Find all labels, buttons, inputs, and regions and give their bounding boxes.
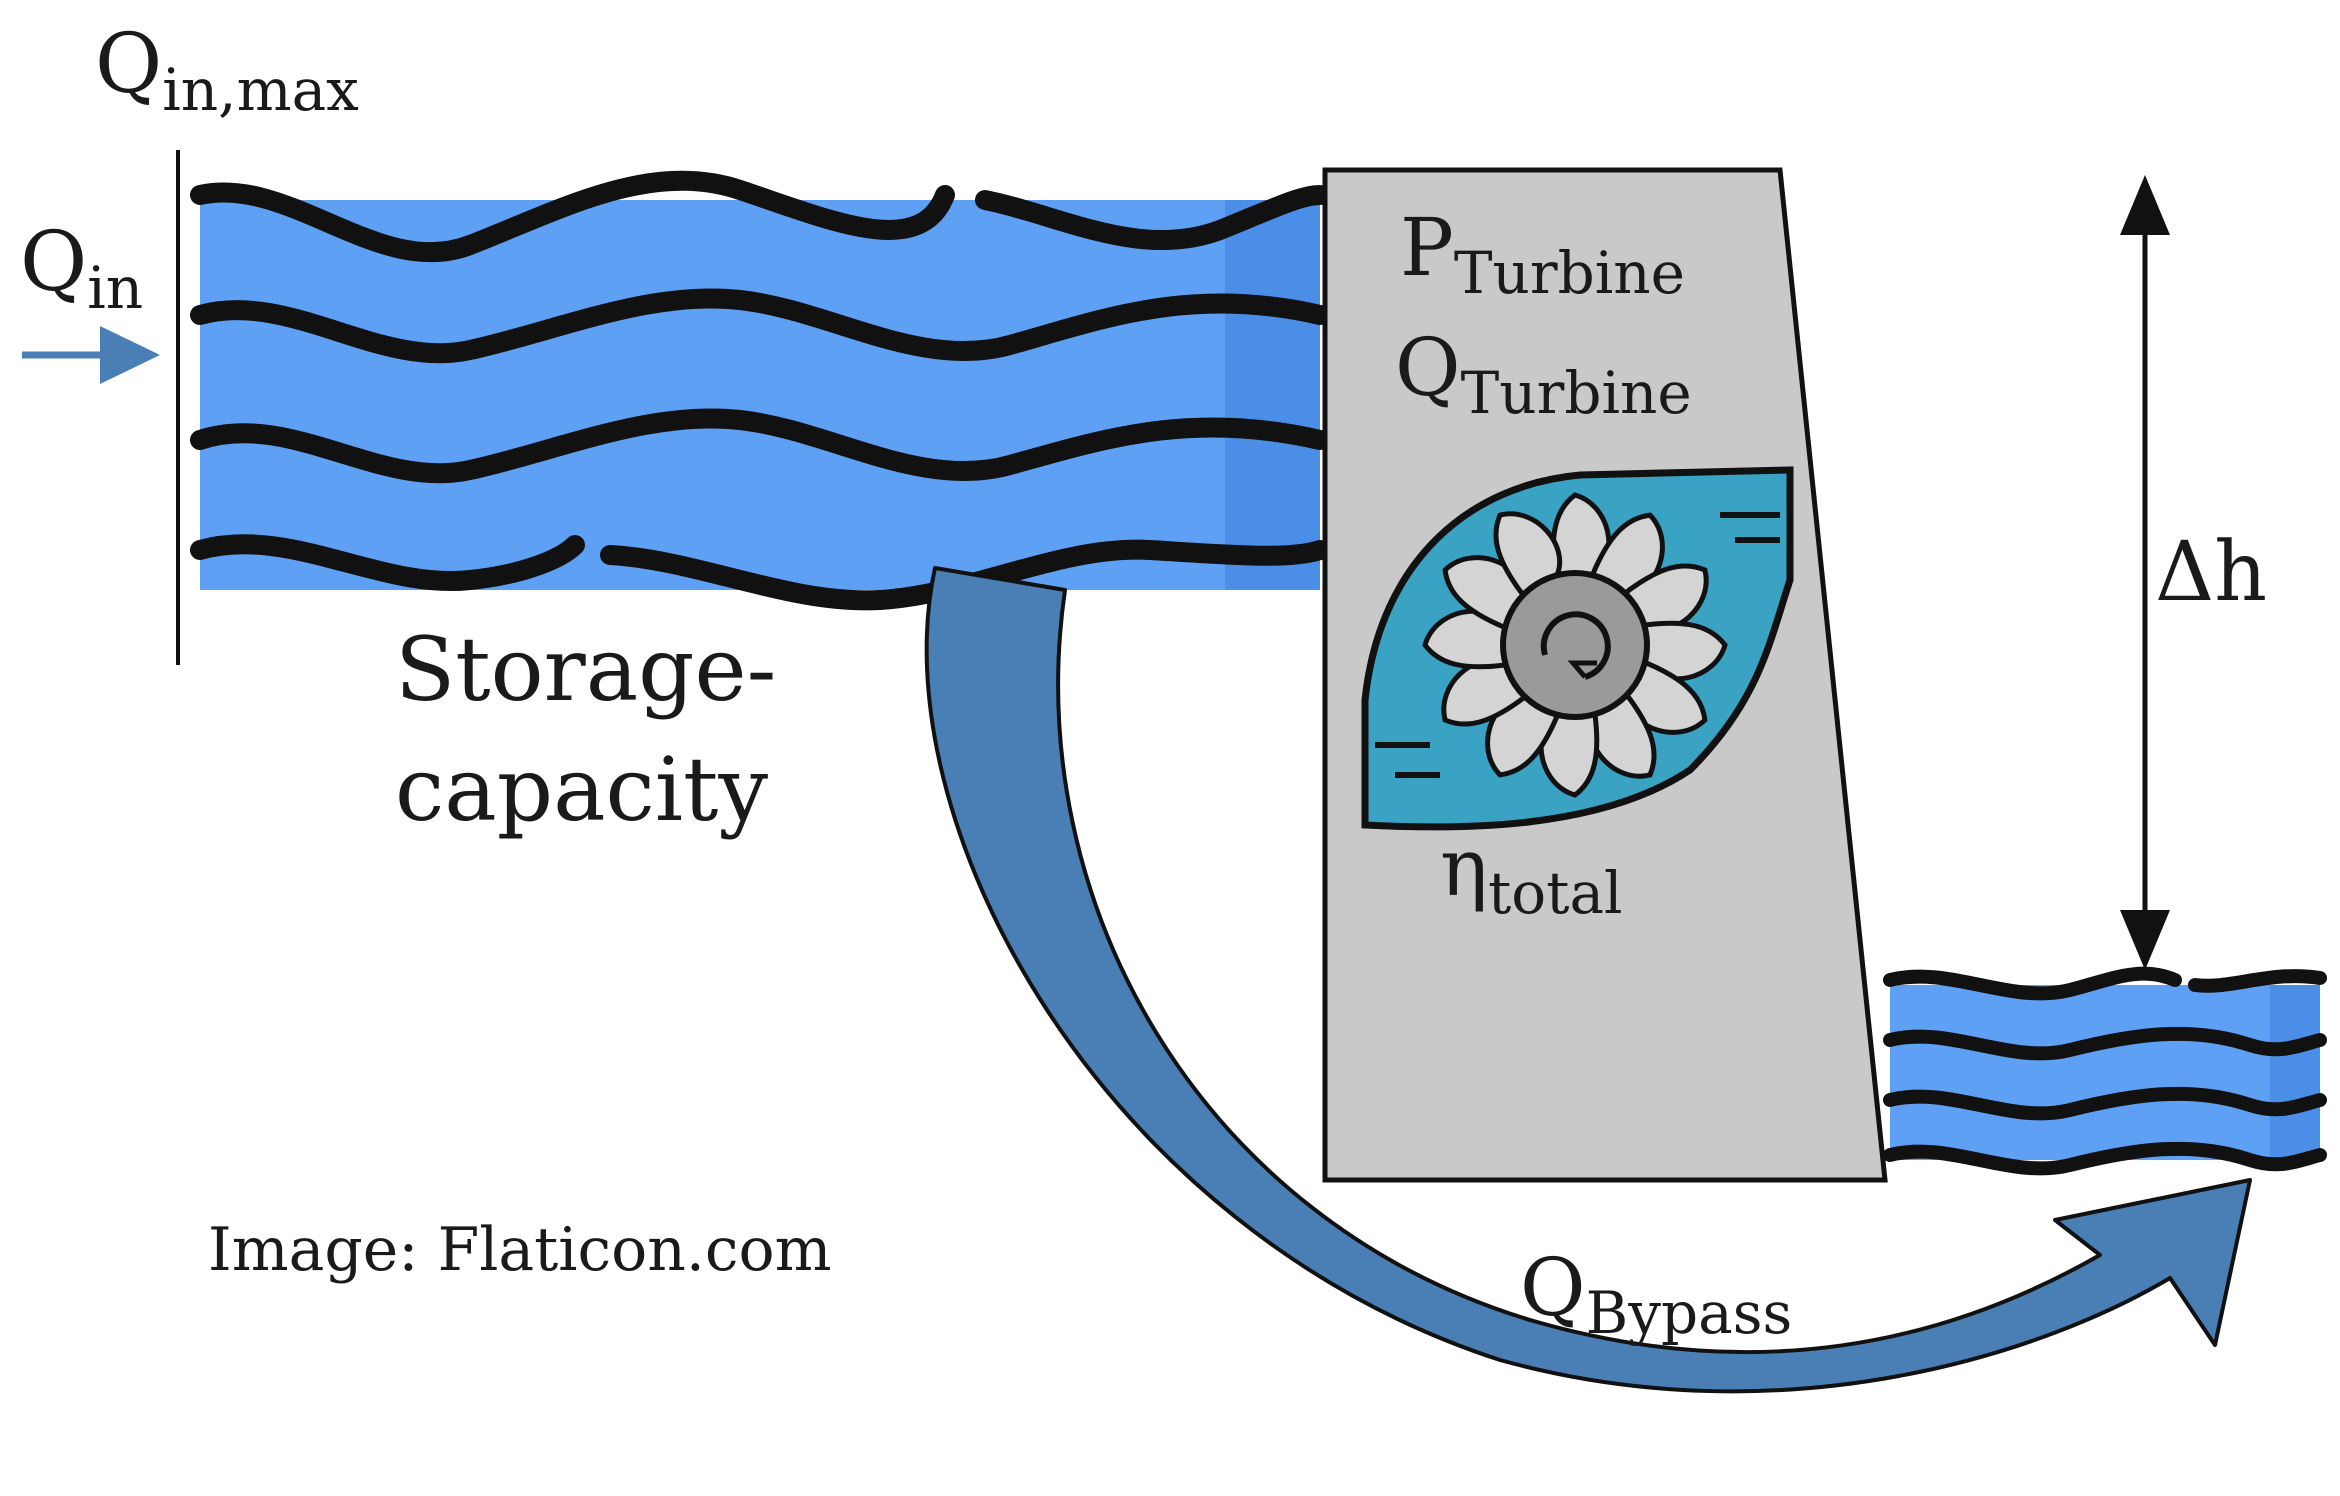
label-qin: Qin	[20, 215, 143, 322]
label-qin-max-main: Q	[95, 17, 162, 112]
label-qin-main: Q	[20, 215, 87, 310]
label-q-turbine: QTurbine	[1395, 321, 1692, 427]
label-qin-max-sub: in,max	[162, 56, 359, 124]
turbine-runner	[1422, 492, 1728, 798]
image-credit: Image: Flaticon.com	[208, 1215, 832, 1285]
label-delta-h: Δh	[2155, 525, 2267, 620]
wave-line-1	[190, 170, 955, 263]
label-p-turbine-sub: Turbine	[1454, 239, 1685, 307]
reservoir-water-edge	[1225, 200, 1320, 590]
turbine-flow-marks	[1375, 512, 1780, 778]
label-q-bypass: QBypass	[1520, 1241, 1792, 1347]
label-p-turbine: PTurbine	[1400, 201, 1685, 307]
label-q-bypass-main: Q	[1520, 1241, 1586, 1334]
label-qin-sub: in	[87, 254, 143, 322]
label-eta-total-main: η	[1440, 821, 1488, 914]
turbine-hub	[1500, 570, 1650, 720]
label-q-bypass-sub: Bypass	[1586, 1279, 1793, 1347]
turbine-icon	[1361, 466, 1794, 831]
wave-line-3	[190, 408, 1330, 484]
inflow-arrow-icon	[22, 326, 160, 384]
head-arrow-icon	[2120, 175, 2170, 970]
bypass-arrow-icon	[924, 566, 2252, 1394]
label-eta-total: ηtotal	[1440, 821, 1623, 927]
label-storage-capacity-2: capacity	[395, 738, 768, 841]
downstream-water	[1883, 966, 2327, 1176]
label-q-turbine-sub: Turbine	[1461, 359, 1692, 427]
wave-line-4	[190, 534, 585, 591]
upstream-reservoir	[190, 170, 1330, 611]
label-eta-total-sub: total	[1488, 859, 1623, 927]
label-q-turbine-main: Q	[1395, 321, 1461, 414]
label-p-turbine-main: P	[1400, 201, 1454, 294]
wave-line-1b	[975, 185, 1330, 251]
wave-line-2	[190, 288, 1330, 364]
label-storage-capacity-1: Storage-	[395, 618, 776, 721]
reservoir-water	[200, 200, 1320, 590]
label-qin-max: Qin,max	[95, 17, 359, 124]
